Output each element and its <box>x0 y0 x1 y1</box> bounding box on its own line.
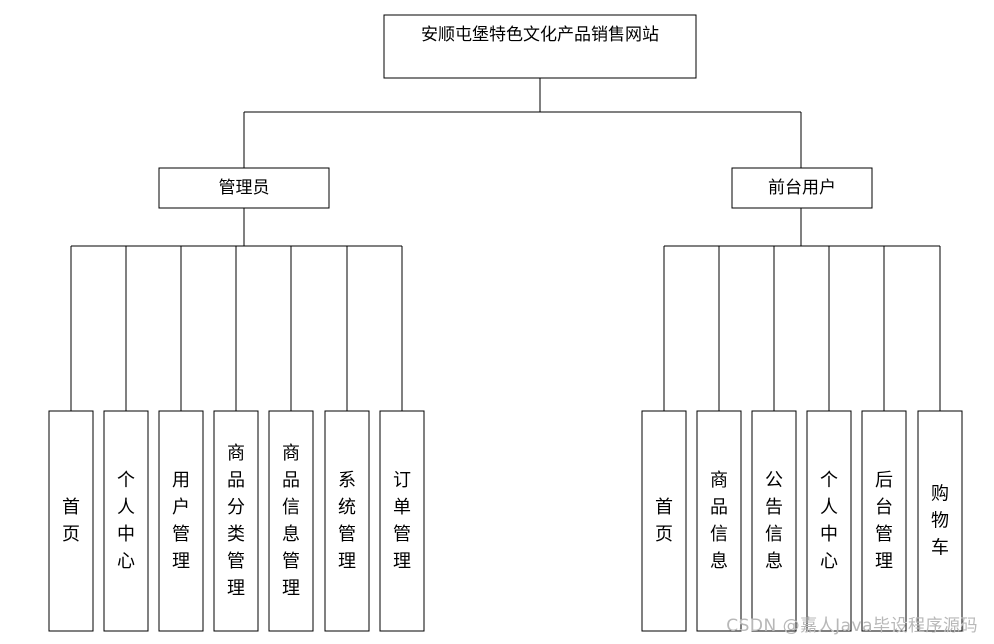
leaf-node-0-4-label: 商品信息管理 <box>282 443 300 599</box>
leaf-node-0-6 <box>379 410 425 632</box>
leaf-node-1-2 <box>751 410 797 632</box>
leaf-node-1-4 <box>861 410 907 632</box>
root-node-label: 安顺屯堡特色文化产品销售网站 <box>421 25 659 45</box>
leaf-node-0-3-label: 商品分类管理 <box>227 443 245 599</box>
group-node-0-label: 管理员 <box>219 178 270 198</box>
group-node-1 <box>731 167 873 209</box>
leaf-node-1-5 <box>917 410 963 632</box>
leaf-node-1-1 <box>696 410 742 632</box>
root-node <box>383 14 697 79</box>
group-node-1-label: 前台用户 <box>768 178 836 198</box>
group-node-0 <box>158 167 330 209</box>
leaf-node-1-3-label: 个人中心 <box>820 470 838 572</box>
leaf-node-0-3 <box>213 410 259 632</box>
leaf-node-1-2-label: 公告信息 <box>765 470 783 572</box>
connectors <box>70 78 941 411</box>
csdn-watermark: CSDN @嘉人Java毕设程序源码 <box>726 616 978 636</box>
leaf-node-0-4 <box>268 410 314 632</box>
leaf-node-1-0 <box>641 410 687 632</box>
leaf-node-0-5 <box>324 410 370 632</box>
leaf-node-1-1-label: 商品信息 <box>710 470 728 572</box>
leaf-node-0-1-label: 个人中心 <box>117 470 135 572</box>
leaf-node-1-0-label: 首页 <box>655 497 673 545</box>
leaf-node-0-1 <box>103 410 149 632</box>
leaf-node-1-3 <box>806 410 852 632</box>
leaf-node-0-2 <box>158 410 204 632</box>
leaf-node-0-2-label: 用户管理 <box>172 470 190 572</box>
leaf-node-0-5-label: 系统管理 <box>338 470 356 572</box>
leaf-node-0-0-label: 首页 <box>62 497 80 545</box>
leaf-node-1-5-label: 购物车 <box>931 484 949 559</box>
leaf-node-0-6-label: 订单管理 <box>393 470 411 572</box>
leaf-node-1-4-label: 后台管理 <box>875 470 893 572</box>
leaf-node-0-0 <box>48 410 94 632</box>
